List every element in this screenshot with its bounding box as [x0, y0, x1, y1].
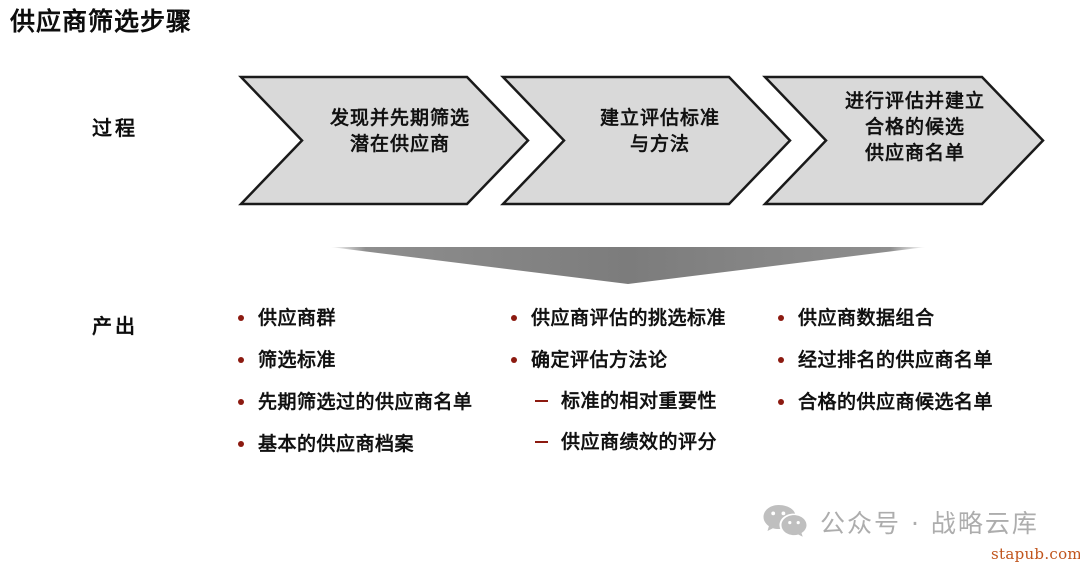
bullet-dot-icon [238, 356, 244, 363]
bullet-dot-icon [238, 398, 244, 405]
list-item-label: 确定评估方法论 [531, 348, 668, 371]
bullet-dot-icon [511, 315, 517, 321]
process-step-label-1: 发现并先期筛选 潜在供应商 [329, 107, 470, 156]
sub-list-item-label: 供应商绩效的评分 [561, 430, 718, 453]
watermark: 公众号 · 战略云库 [762, 503, 1039, 541]
list-item: 确定评估方法论 标准的相对重要性 供应商绩效的评分 [505, 347, 757, 456]
list-item-label: 供应商评估的挑选标准 [531, 307, 727, 329]
list-item: 基本的供应商档案 [232, 431, 482, 458]
sub-list-item: 标准的相对重要性 [531, 388, 757, 415]
downward-arrow-icon [330, 247, 926, 284]
bullet-dot-icon [778, 356, 784, 363]
output-column-1: 供应商群 筛选标准 先期筛选过的供应商名单 基本的供应商档案 [232, 305, 482, 473]
list-item: 供应商评估的挑选标准 [505, 305, 757, 332]
watermark-account-text: 公众号 · 战略云库 [820, 509, 1039, 538]
bullet-dot-icon [238, 440, 244, 447]
list-item-label: 供应商群 [258, 307, 337, 329]
bullet-dot-icon [778, 398, 784, 405]
output-column-3: 供应商数据组合 经过排名的供应商名单 合格的供应商候选名单 [772, 305, 1030, 431]
list-item: 合格的供应商候选名单 [772, 389, 1030, 416]
list-item-label: 筛选标准 [258, 348, 337, 371]
list-item: 筛选标准 [232, 347, 482, 374]
bullet-dot-icon [238, 315, 244, 321]
watermark-site-url: stapub.com [991, 545, 1080, 563]
sub-list-item: 供应商绩效的评分 [531, 429, 757, 456]
bullet-dash-icon [535, 399, 548, 403]
process-step-label-3: 进行评估并建立 合格的候选 供应商名单 [844, 90, 985, 165]
list-item: 供应商数据组合 [772, 305, 1030, 332]
process-step-label-2: 建立评估标准 与方法 [599, 107, 720, 156]
sub-list: 标准的相对重要性 供应商绩效的评分 [531, 388, 757, 456]
list-item-label: 供应商数据组合 [798, 307, 935, 329]
list-item: 供应商群 [232, 305, 482, 332]
process-row-label: 过程 [92, 116, 138, 140]
list-item-label: 经过排名的供应商名单 [798, 348, 994, 371]
list-item-label: 先期筛选过的供应商名单 [258, 390, 473, 413]
bullet-dot-icon [511, 356, 517, 363]
list-item: 先期筛选过的供应商名单 [232, 389, 482, 416]
list-item: 经过排名的供应商名单 [772, 347, 1030, 374]
list-item-label: 合格的供应商候选名单 [798, 390, 994, 413]
sub-list-item-label: 标准的相对重要性 [561, 389, 718, 412]
output-row-label: 产出 [92, 314, 138, 338]
output-column-2: 供应商评估的挑选标准 确定评估方法论 标准的相对重要性 供应商绩效的评分 [505, 305, 757, 471]
list-item-label: 基本的供应商档案 [258, 432, 415, 455]
bullet-dot-icon [778, 315, 784, 321]
page-title: 供应商筛选步骤 [10, 7, 193, 36]
bullet-dash-icon [535, 440, 548, 444]
wechat-logo-icon [762, 503, 808, 541]
